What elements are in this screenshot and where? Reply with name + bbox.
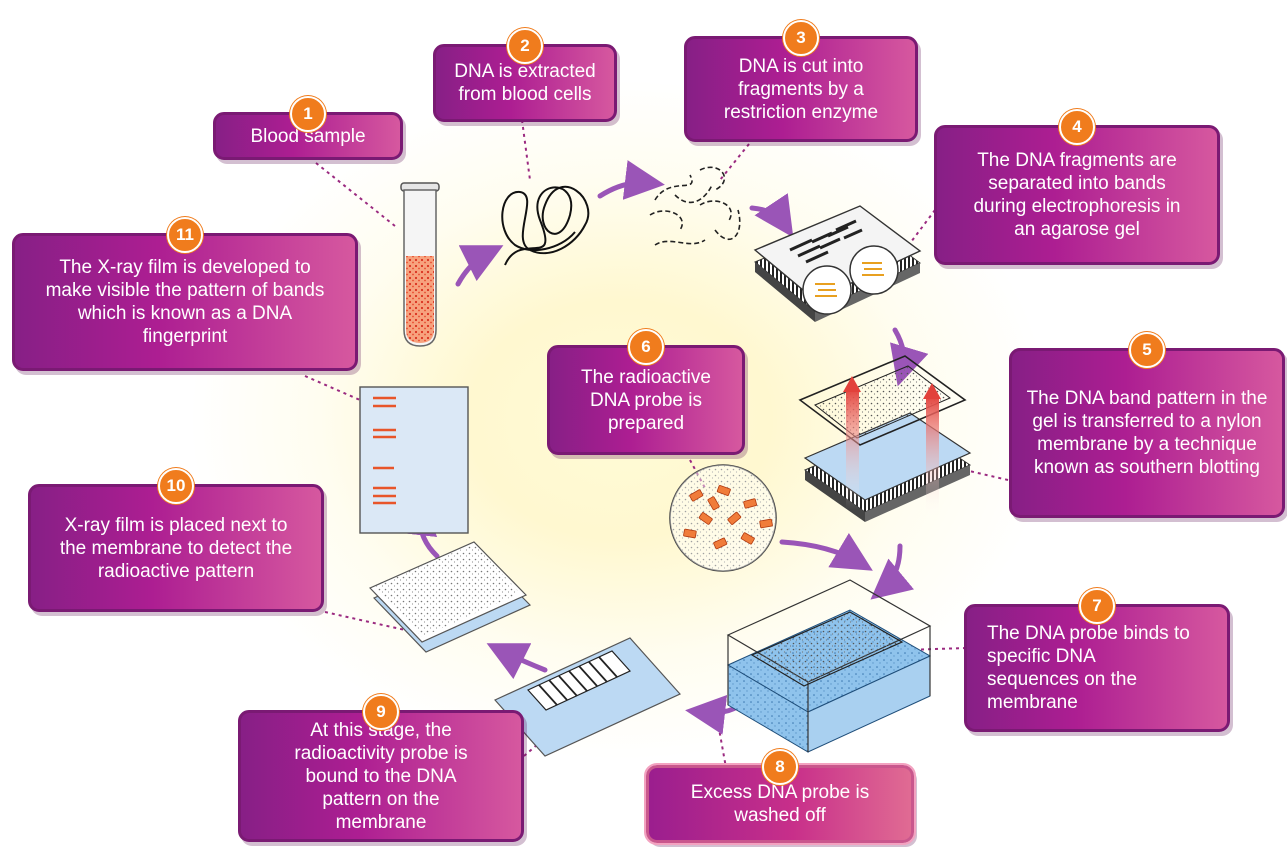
step-8: Excess DNA probe is washed off 8 [644,749,916,845]
step-4-box: The DNA fragments are separated into ban… [934,125,1220,265]
xray-film-stack [368,541,532,653]
radioactive-probe-dish [669,464,777,572]
step-1-badge: 1 [290,96,326,132]
dna-fragments [649,166,741,246]
step-10-badge: 10 [158,468,194,504]
step-9-box: At this stage, the radioactivity probe i… [238,710,524,842]
step-4: The DNA fragments are separated into ban… [934,109,1220,265]
step-7: The DNA probe binds to specific DNA sequ… [964,588,1230,732]
step-5-badge: 5 [1129,332,1165,368]
step-11-box: The X-ray film is developed to make visi… [12,233,358,371]
nylon-membrane [494,637,681,757]
step-8-badge: 8 [762,749,798,785]
connector-lines [304,119,1009,791]
step-11: The X-ray film is developed to make visi… [12,217,358,371]
hybridization-tray [726,579,932,753]
step-11-badge: 11 [167,217,203,253]
step-3: DNA is cut into fragments by a restricti… [684,20,918,142]
step-3-badge: 3 [783,20,819,56]
step-6: The radioactive DNA probe is prepared 6 [547,329,745,455]
step-9: At this stage, the radioactivity probe i… [238,694,524,842]
blood-test-tube [400,182,440,347]
step-4-badge: 4 [1059,109,1095,145]
southern-blot-apparatus [798,355,972,522]
step-5-box: The DNA band pattern in the gel is trans… [1009,348,1285,518]
electrophoresis-gel [753,205,922,322]
step-2: DNA is extracted from blood cells 2 [433,28,617,122]
step-7-badge: 7 [1079,588,1115,624]
step-1: Blood sample 1 [213,96,403,160]
dna-fingerprint-film [359,386,469,534]
step-9-badge: 9 [363,694,399,730]
step-5: The DNA band pattern in the gel is trans… [1009,332,1285,518]
step-6-badge: 6 [628,329,664,365]
step-2-badge: 2 [507,28,543,64]
step-7-box: The DNA probe binds to specific DNA sequ… [964,604,1230,732]
step-10: X-ray film is placed next to the membran… [28,468,324,612]
dna-strand [501,185,590,266]
